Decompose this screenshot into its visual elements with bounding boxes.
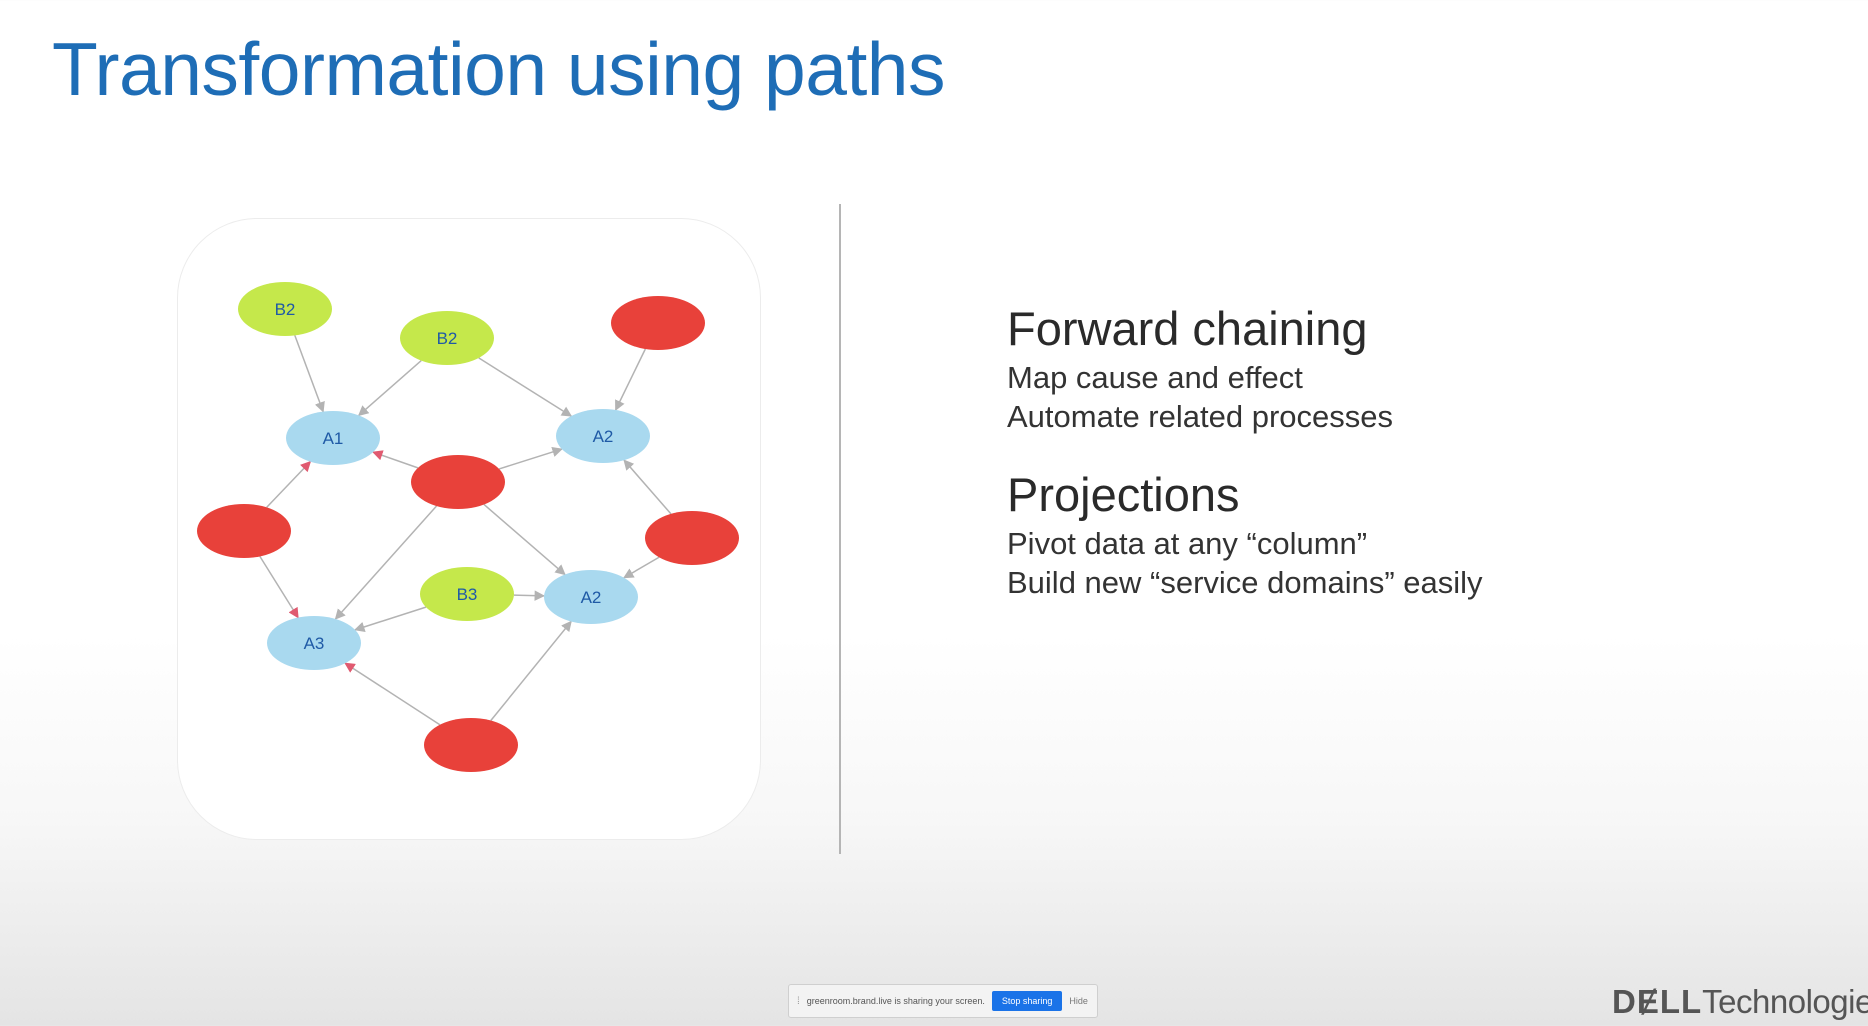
- node-ellipse: [424, 718, 518, 772]
- diagram-node-a2-bot: A2: [544, 570, 638, 624]
- section-heading: Projections: [1007, 468, 1240, 521]
- stop-sharing-button[interactable]: Stop sharing: [991, 991, 1063, 1011]
- diagram-edge: [354, 606, 427, 632]
- hide-button[interactable]: Hide: [1069, 996, 1088, 1006]
- node-label: B2: [275, 300, 296, 319]
- diagram-edge: [334, 505, 438, 620]
- node-label: A3: [304, 634, 325, 653]
- node-label: A2: [581, 588, 602, 607]
- node-label: B2: [437, 329, 458, 348]
- node-ellipse: [420, 567, 514, 621]
- diagram-edge: [344, 662, 441, 726]
- diagram-edge: [259, 556, 299, 619]
- node-ellipse: [400, 311, 494, 365]
- bullet-line: Map cause and effect: [1007, 360, 1303, 395]
- diagram-edge: [372, 450, 419, 469]
- node-ellipse: [411, 455, 505, 509]
- diagram-node-c-right: [645, 511, 739, 565]
- slide-title: Transformation using paths: [52, 27, 946, 111]
- diagram-node-b3: B3: [420, 567, 514, 621]
- node-label: A1: [323, 429, 344, 448]
- diagram-edge: [266, 460, 312, 508]
- drag-handle-icon[interactable]: ⁞: [797, 995, 800, 1007]
- brand-dell: DɆLL: [1612, 983, 1703, 1020]
- diagram-node-b2a: B2: [238, 282, 332, 336]
- bullet-line: Build new “service domains” easily: [1007, 565, 1483, 600]
- dell-technologies-logo: DɆLLTechnologies: [1612, 983, 1868, 1021]
- bullet-line: Automate related processes: [1007, 399, 1393, 434]
- diagram-node-c-bot: [424, 718, 518, 772]
- diagram-edge: [498, 446, 563, 470]
- vertical-divider: [839, 204, 841, 854]
- diagram-node-c-left: [197, 504, 291, 558]
- node-ellipse: [645, 511, 739, 565]
- share-message: greenroom.brand.live is sharing your scr…: [806, 996, 985, 1006]
- diagram-edge: [294, 335, 325, 413]
- screen-share-bar: ⁞ greenroom.brand.live is sharing your s…: [788, 984, 1098, 1018]
- diagram-node-c-top: [611, 296, 705, 350]
- node-ellipse: [544, 570, 638, 624]
- diagram-node-c-mid: [411, 455, 505, 509]
- diagram-node-a3: A3: [267, 616, 361, 670]
- node-ellipse: [238, 282, 332, 336]
- text-panel: Forward chaining Map cause and effect Au…: [1007, 300, 1827, 602]
- diagram-edge: [623, 459, 672, 515]
- bullet-line: Pivot data at any “column”: [1007, 526, 1368, 561]
- diagram-edge: [623, 556, 660, 579]
- node-ellipse: [267, 616, 361, 670]
- node-ellipse: [286, 411, 380, 465]
- section-heading: Forward chaining: [1007, 302, 1368, 355]
- section-forward-chaining: Forward chaining Map cause and effect Au…: [1007, 300, 1827, 436]
- diagram-edge: [614, 348, 647, 411]
- node-ellipse: [611, 296, 705, 350]
- section-projections: Projections Pivot data at any “column” B…: [1007, 466, 1827, 602]
- node-label: A2: [593, 427, 614, 446]
- diagram-node-a1: A1: [286, 411, 380, 465]
- node-ellipse: [197, 504, 291, 558]
- diagram-edge: [483, 503, 566, 576]
- diagram-edge: [513, 590, 546, 601]
- diagram-edge: [478, 357, 573, 417]
- diagram-node-a2-top: A2: [556, 409, 650, 463]
- node-ellipse: [556, 409, 650, 463]
- diagram-edge: [490, 620, 572, 721]
- diagram-node-b2b: B2: [400, 311, 494, 365]
- diagram-edge: [357, 360, 422, 417]
- brand-technologies: Technologies: [1702, 983, 1868, 1020]
- node-label: B3: [457, 585, 478, 604]
